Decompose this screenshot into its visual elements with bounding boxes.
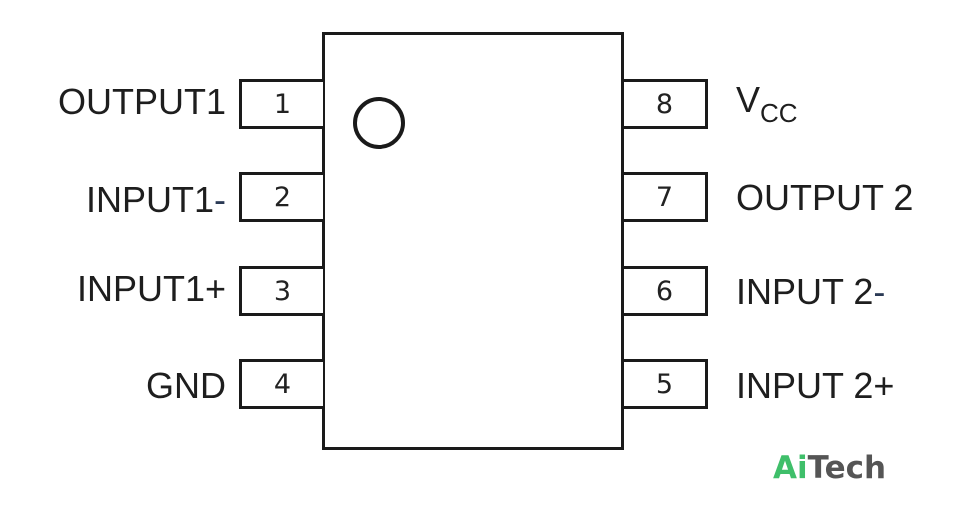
pin-sign: + — [873, 365, 895, 406]
pin-name: INPUT1 — [76, 268, 205, 309]
pin-2: 2 — [239, 172, 323, 222]
pin-8-label: VCC — [736, 79, 798, 129]
pin-1-label: OUTPUT1 — [58, 82, 226, 122]
pin-name: OUTPUT1 — [57, 81, 226, 122]
aitech-logo: AiTech — [773, 449, 886, 487]
pin-number: 8 — [655, 88, 674, 120]
pin-number: 1 — [273, 88, 292, 120]
logo-part-ai: Ai — [773, 450, 808, 486]
pin-7-label: OUTPUT 2 — [736, 178, 913, 218]
pin-subscript: CC — [760, 98, 798, 128]
pin-2-label: INPUT1- — [86, 180, 226, 220]
pin-number: 6 — [655, 275, 674, 307]
pin-4: 4 — [239, 359, 323, 409]
pin-name: V — [736, 79, 761, 120]
pin1-notch-marker — [353, 97, 405, 149]
pin-8: 8 — [624, 79, 708, 129]
pin-number: 3 — [273, 275, 292, 307]
logo-part-tech: Tech — [807, 450, 887, 486]
pin-number: 5 — [655, 368, 674, 400]
pin-sign: + — [204, 268, 226, 309]
pin-number: 4 — [273, 368, 292, 400]
pin-6-label: INPUT 2- — [736, 272, 885, 312]
pin-name: INPUT 2 — [736, 365, 874, 406]
pin-name: INPUT1 — [85, 179, 214, 220]
pin-6: 6 — [624, 266, 708, 316]
pin-5: 5 — [624, 359, 708, 409]
pin-number: 2 — [273, 181, 292, 213]
pin-3: 3 — [239, 266, 323, 316]
pin-number: 7 — [655, 181, 674, 213]
pin-name: GND — [146, 365, 226, 406]
pin-sign: - — [214, 179, 226, 220]
pin-1: 1 — [239, 79, 323, 129]
pin-name: INPUT 2 — [736, 271, 874, 312]
chip-body — [322, 32, 624, 450]
pin-5-label: INPUT 2+ — [736, 366, 894, 406]
pin-sign: - — [873, 271, 886, 312]
pin-4-label: GND — [146, 366, 226, 406]
pin-3-label: INPUT1+ — [77, 269, 226, 309]
pin-name: OUTPUT 2 — [736, 177, 914, 218]
pin-7: 7 — [624, 172, 708, 222]
